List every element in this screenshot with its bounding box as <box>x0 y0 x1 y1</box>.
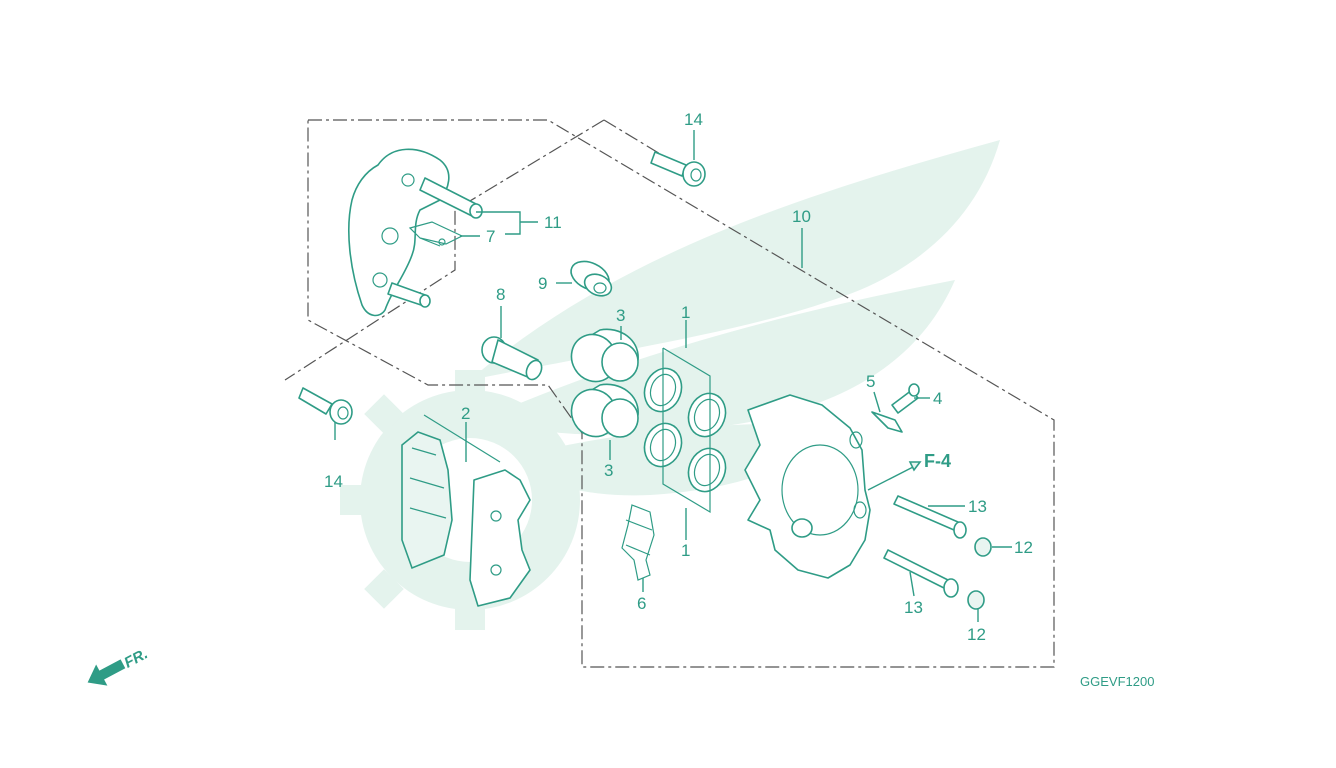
front-arrow-icon: FR. <box>87 645 151 686</box>
callout-10: 10 <box>792 207 811 226</box>
diagram-code: GGEVF1200 <box>1080 674 1154 689</box>
callout-leaders <box>334 130 1012 622</box>
callout-6: 6 <box>637 594 646 613</box>
callout-5: 5 <box>866 372 875 391</box>
front-label: FR. <box>121 645 150 671</box>
caliper-body <box>744 394 871 579</box>
callout-14-lower: 14 <box>324 472 343 491</box>
callout-3-lower: 3 <box>604 461 613 480</box>
callout-13-lower: 13 <box>904 598 923 617</box>
callout-11: 11 <box>544 213 562 232</box>
plug-upper <box>974 537 992 557</box>
bleeder-valve <box>891 383 920 414</box>
bolt-upper <box>650 151 706 187</box>
pad-leader-bracket <box>423 414 501 463</box>
callout-3-upper: 3 <box>616 306 625 325</box>
callout-1-upper: 1 <box>681 303 690 322</box>
bleeder-cap <box>871 411 903 433</box>
bolt-lower <box>298 387 353 425</box>
brake-pad-left <box>401 431 453 570</box>
callout-12-lower: 12 <box>967 625 986 644</box>
pad-spring <box>621 504 655 581</box>
callout-7: 7 <box>486 227 495 246</box>
callout-14-upper: 14 <box>684 110 703 129</box>
caliper-pin-bolt <box>481 336 543 381</box>
piston-upper <box>570 328 639 383</box>
pad-retainer-clip <box>408 221 464 247</box>
callout-13-upper: 13 <box>968 497 987 516</box>
callout-2: 2 <box>461 404 470 423</box>
callout-1-lower: 1 <box>681 541 690 560</box>
slide-pin-lower <box>883 549 959 598</box>
callout-8: 8 <box>496 285 505 304</box>
slide-pin-upper <box>893 495 967 539</box>
callout-labels: 14 14 10 11 7 9 8 3 3 1 1 2 5 4 6 13 13 … <box>324 110 1033 644</box>
piston-seals <box>643 347 727 514</box>
reference-f4: F-4 <box>924 451 951 471</box>
plug-lower <box>967 590 985 610</box>
piston-lower <box>570 383 639 438</box>
caliper-bracket <box>348 148 483 317</box>
brake-pad-right <box>469 469 531 607</box>
callout-4: 4 <box>933 389 942 408</box>
pin-boot <box>570 260 613 297</box>
callout-12-upper: 12 <box>1014 538 1033 557</box>
callout-9: 9 <box>538 274 547 293</box>
